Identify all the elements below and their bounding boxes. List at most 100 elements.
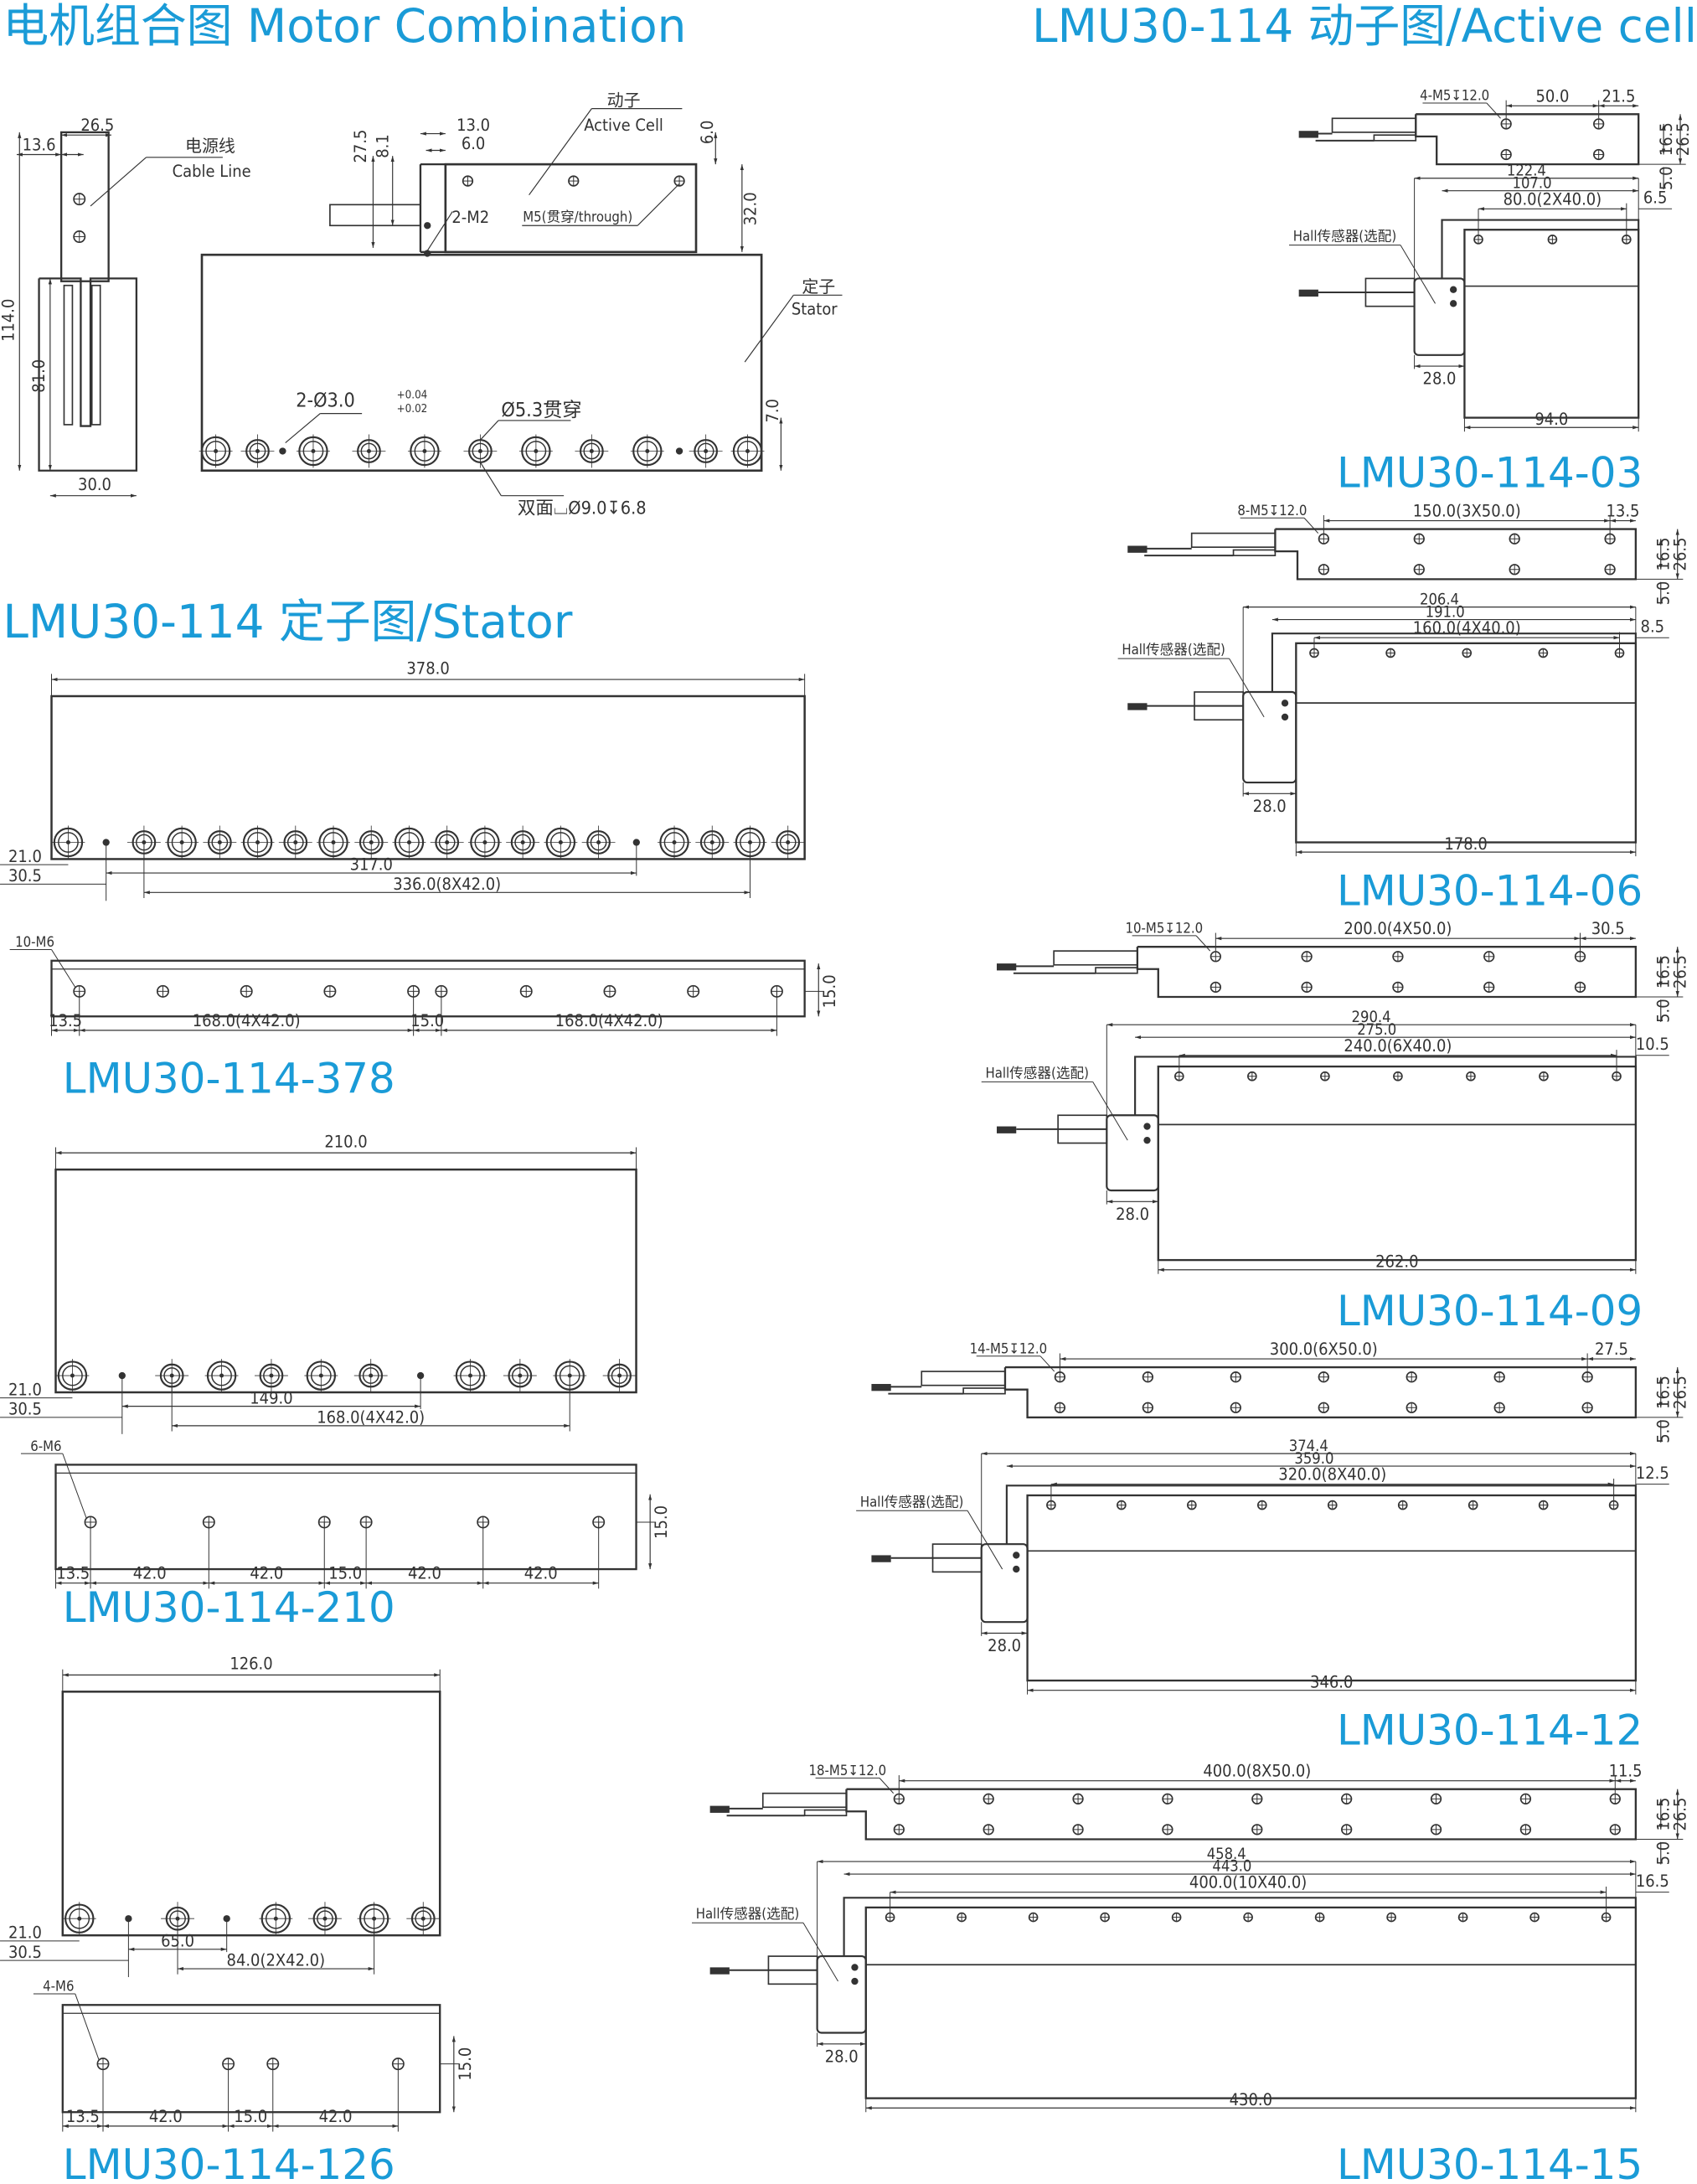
dimension-label: 168.0(4X42.0) (193, 1010, 301, 1030)
hall-screw-icon (851, 1964, 859, 1971)
dimension-label: 2-M2 (451, 207, 489, 227)
dimension-label: 168.0(4X42.0) (555, 1010, 663, 1030)
dimension-label: 30.0 (78, 474, 111, 494)
dimension-label: 18-M5↧12.0 (809, 1763, 887, 1779)
dimension-label: 336.0(8X42.0) (393, 874, 501, 894)
dimension-label: 4-M6 (43, 1979, 74, 1995)
dimension-label: +0.04 (397, 389, 428, 401)
cable-gland (1331, 117, 1417, 133)
cable-line-label-en: Cable Line (173, 161, 251, 181)
dimension-label: 458.4 (1207, 1846, 1246, 1863)
leader-line (426, 211, 453, 251)
dimension-label: 15.0 (651, 1505, 671, 1539)
dimension-label: 15.0 (410, 1010, 444, 1030)
cable-line-label-cn: 电源线 (185, 136, 235, 156)
dimension-label: 5.0 (1656, 166, 1676, 190)
title-motor-combination: 电机组合图 Motor Combination (3, 0, 686, 53)
dimension-label: 320.0(8X40.0) (1278, 1464, 1386, 1484)
pin-hole-icon (675, 447, 683, 455)
hall-screw-icon (1449, 300, 1457, 307)
stator-side-view (54, 1464, 637, 1571)
dimension-label: 14-M5↧12.0 (970, 1340, 1048, 1356)
title-active-cell: LMU30-114 动子图/Active cell (1032, 0, 1697, 53)
dimension-label: 200.0(4X50.0) (1344, 918, 1452, 938)
dimension-label: 84.0(2X42.0) (227, 1950, 326, 1970)
active-cell-body (864, 1906, 1638, 2099)
cable-tip (1127, 545, 1148, 553)
dimension-label: 15.0 (234, 2106, 267, 2126)
cable-tip (709, 1805, 730, 1813)
active-cell-top-view (845, 1788, 1638, 1841)
active-cell-body (1157, 1065, 1638, 1262)
dimension-label: 30.5 (8, 1942, 42, 1962)
dimension-label: 10-M6 (15, 934, 54, 950)
dimension-label: 160.0(4X40.0) (1413, 617, 1521, 638)
dimension-label: 42.0 (319, 2106, 353, 2126)
leader-line (802, 1922, 838, 1982)
stator-model-label: LMU30-114-210 (63, 1583, 395, 1632)
cable-block (59, 131, 110, 282)
active-cell-top-view (1003, 1366, 1638, 1419)
leader-line (90, 157, 147, 207)
dimension-label: 30.5 (1591, 918, 1625, 938)
dimension-label: 42.0 (149, 2106, 183, 2126)
dimension-label: 4-M5↧12.0 (1420, 88, 1489, 104)
dimension-label: 28.0 (1423, 369, 1457, 389)
dimension-label: 122.4 (1507, 162, 1546, 179)
stator-top-view (50, 694, 806, 860)
dimension-label: 42.0 (133, 1563, 167, 1583)
dimension-label: 16.5 (1653, 1798, 1674, 1831)
dimension-label: 178.0 (1444, 834, 1487, 854)
active-cell-model-label: LMU30-114-06 (1337, 866, 1643, 915)
mounting-bracket (1271, 632, 1637, 693)
dimension-label: 400.0(8X50.0) (1203, 1761, 1311, 1781)
active-cell-model-label: LMU30-114-15 (1337, 2140, 1643, 2184)
stator-label-en: Stator (792, 299, 838, 319)
leader-line (529, 108, 592, 196)
m2-hole-icon (424, 250, 431, 257)
dimension-label: 206.4 (1420, 591, 1459, 608)
dimension-label: 8.5 (1641, 617, 1665, 637)
dimension-label: 149.0 (250, 1387, 292, 1407)
dimension-label: 42.0 (524, 1563, 558, 1583)
dimension-label: 10-M5↧12.0 (1126, 921, 1204, 937)
m2-hole-icon (424, 222, 431, 230)
hall-screw-icon (1143, 1137, 1151, 1144)
dimension-label: 26.5 (1670, 1798, 1690, 1831)
hall-screw-icon (1281, 713, 1289, 721)
dimension-label: 13.0 (456, 115, 490, 135)
dimension-label: 378.0 (406, 658, 449, 678)
leader-line (1195, 935, 1211, 952)
active-cell-model-label: LMU30-114-12 (1337, 1706, 1643, 1754)
active-cell-body (1026, 1494, 1638, 1682)
cable-gland (1190, 532, 1277, 548)
active-cell-model-label: LMU30-114-09 (1337, 1287, 1643, 1335)
dimension-label: 双面⌴Ø9.0↧6.8 (518, 498, 647, 519)
dimension-label: 30.5 (8, 865, 42, 885)
dimension-label: 80.0(2X40.0) (1504, 188, 1602, 209)
hall-sensor-label: Hall传感器(选配) (1293, 229, 1396, 245)
magnet-slot (63, 284, 74, 426)
dimension-label: 21.0 (8, 846, 42, 866)
dimension-label: 27.5 (350, 130, 370, 163)
dimension-label: 16.5 (1656, 122, 1676, 156)
active-cell-body (1295, 642, 1638, 844)
hall-sensor-label: Hall传感器(选配) (985, 1065, 1088, 1081)
dimension-label: 5.0 (1653, 1419, 1674, 1443)
cable-tip (997, 963, 1017, 971)
dimension-label: 6.0 (462, 133, 486, 153)
dimension-label: 13.5 (66, 2106, 100, 2126)
dimension-label: 5.0 (1653, 581, 1674, 606)
dimension-label: 13.6 (23, 134, 56, 154)
dimension-label: 15.0 (455, 2047, 475, 2081)
dimension-label: M5(贯穿/through) (523, 209, 632, 225)
dimension-label: 28.0 (1253, 796, 1287, 816)
dimension-label: 30.5 (8, 1399, 42, 1419)
active-cell-label-cn: 动子 (607, 90, 641, 110)
dimension-label: 15.0 (819, 974, 839, 1008)
dimension-label: 6.0 (697, 121, 717, 145)
hall-screw-icon (1143, 1123, 1151, 1130)
dimension-label: 12.5 (1636, 1463, 1669, 1483)
cable-tip (997, 1126, 1017, 1133)
